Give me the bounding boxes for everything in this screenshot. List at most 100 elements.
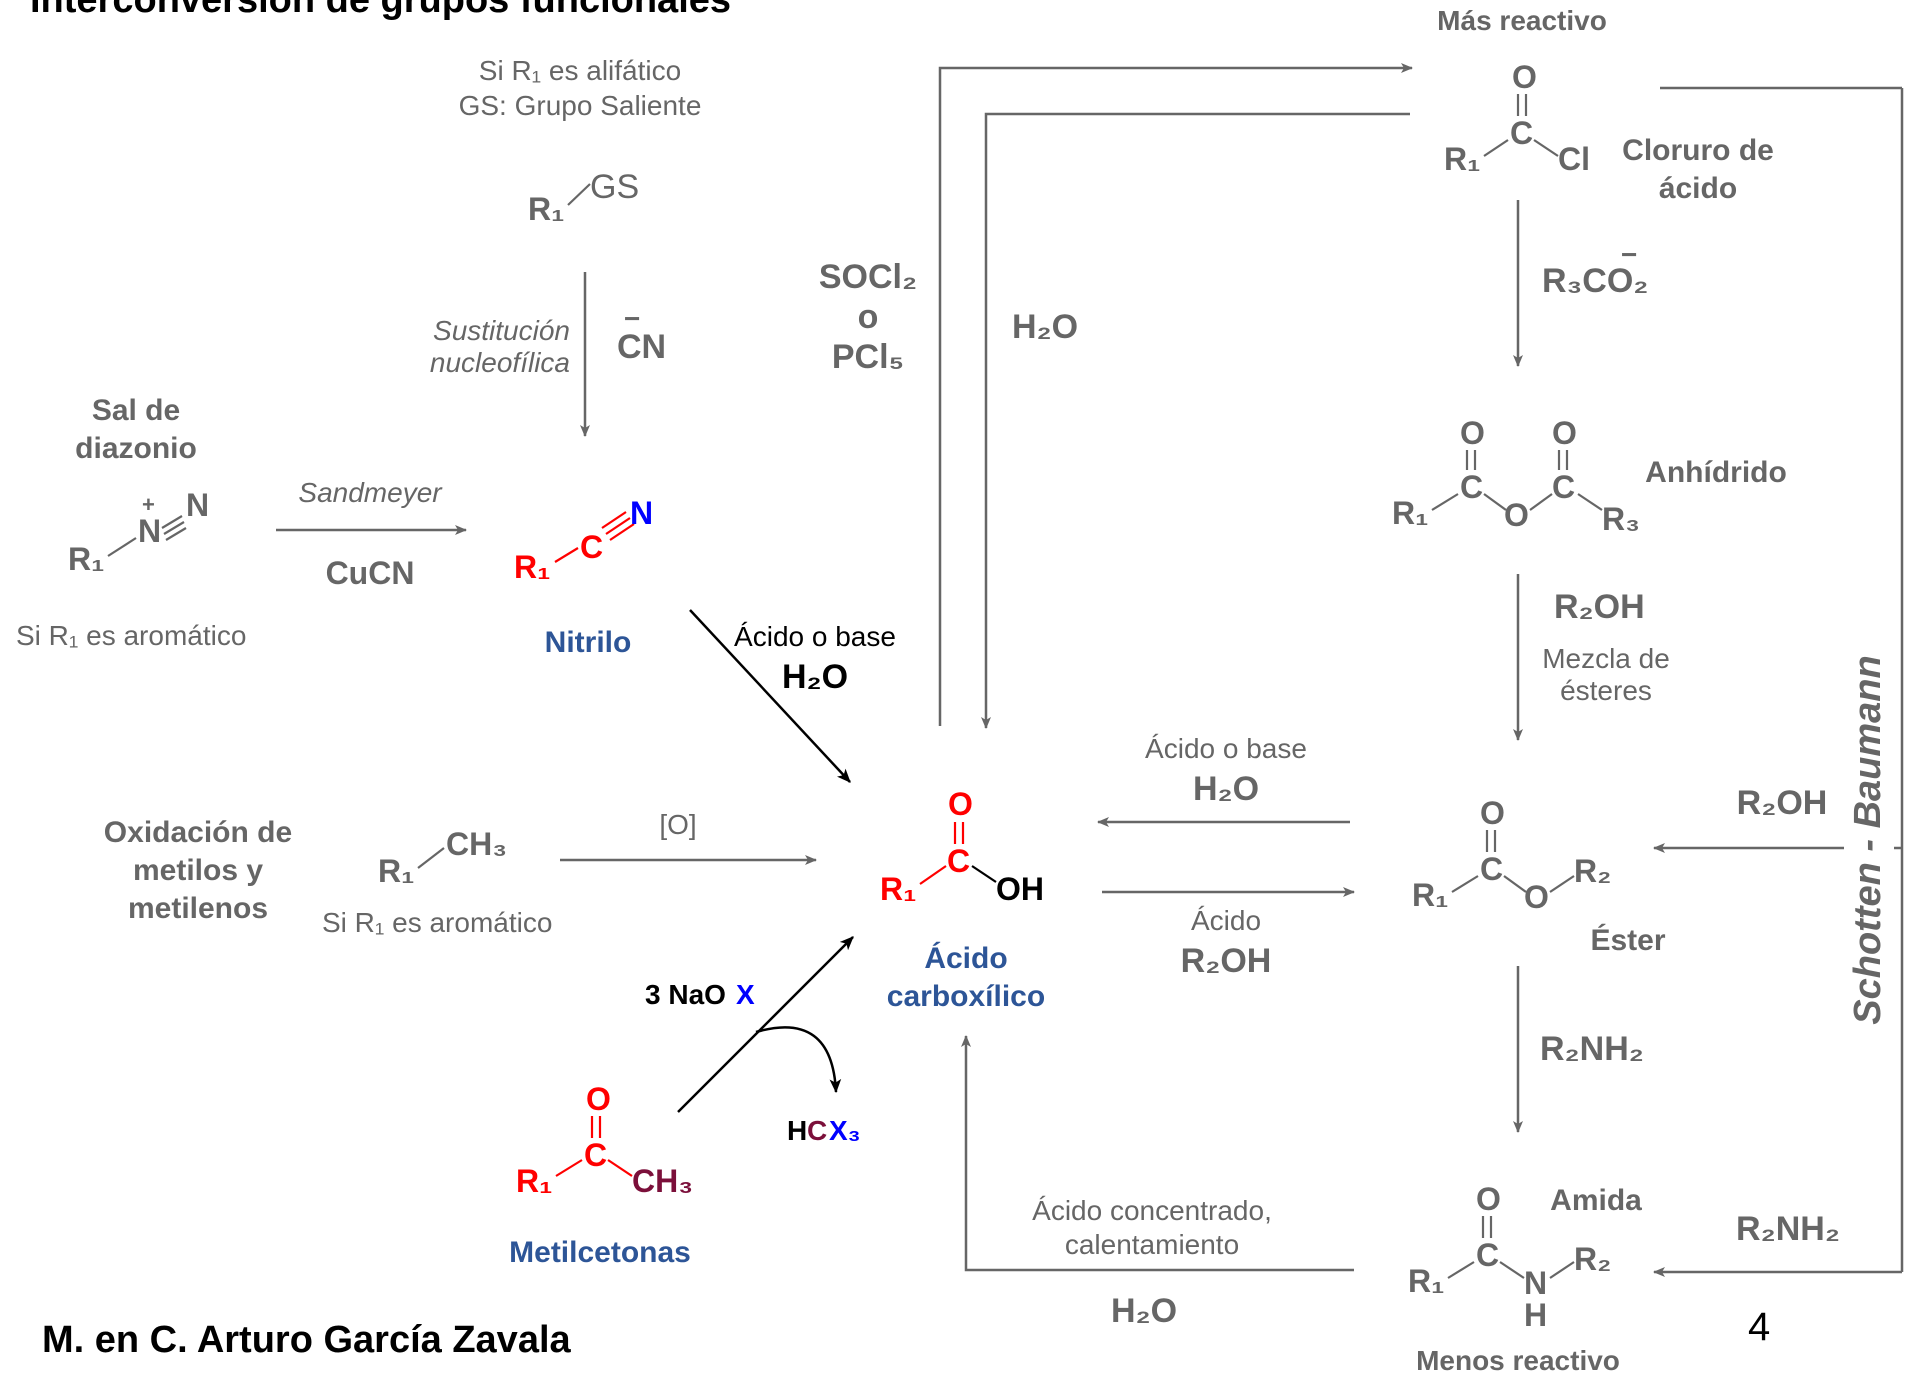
amide-label: Amida bbox=[1550, 1184, 1642, 1217]
naox-halogen: X bbox=[736, 979, 755, 1010]
socl2-or: o bbox=[858, 298, 879, 336]
amide-h: H bbox=[1524, 1297, 1547, 1333]
sb-alcohol: R₂OH bbox=[1737, 784, 1828, 822]
amide-n: N bbox=[1524, 1265, 1547, 1301]
schotten-baumann-label: Schotten - Baumann bbox=[1847, 655, 1889, 1024]
bond-n-n-2 bbox=[163, 521, 185, 535]
bond-n-n-1 bbox=[161, 515, 183, 529]
anhydride-label: Anhídrido bbox=[1645, 456, 1787, 489]
ketone-o: O bbox=[586, 1081, 611, 1117]
diazonium-label-2: diazonio bbox=[75, 432, 197, 465]
amide-hydrolysis-label-2: calentamiento bbox=[1065, 1229, 1239, 1260]
ketone-c: C bbox=[584, 1137, 607, 1173]
acid-oh: OH bbox=[996, 871, 1044, 907]
oxidation-label-2: metilos y bbox=[133, 854, 263, 887]
chloride-c: C bbox=[1510, 115, 1533, 151]
bond-ester-r1-c bbox=[1451, 875, 1479, 893]
ester-hydrolysis-label: Ácido o base bbox=[1145, 733, 1307, 764]
nitrile-hydrolysis-label: Ácido o base bbox=[734, 621, 896, 652]
bond-amide-c-n bbox=[1499, 1261, 1525, 1279]
ester-mixture-label: Mezcla de bbox=[1542, 643, 1670, 674]
substitution-label-2: nucleofílica bbox=[430, 347, 570, 378]
acid-label: Ácido bbox=[924, 941, 1007, 975]
ester-o: O bbox=[1480, 795, 1505, 831]
esterification-alcohol: R₂OH bbox=[1181, 942, 1272, 980]
esterification-label: Ácido bbox=[1191, 905, 1261, 936]
anhydride-c2: C bbox=[1552, 469, 1575, 505]
ester-o-bridge: O bbox=[1524, 879, 1549, 915]
amide-o: O bbox=[1476, 1181, 1501, 1217]
bond-anh-o-c2 bbox=[1529, 493, 1553, 511]
ester-r2: R₂ bbox=[1574, 853, 1611, 889]
bond-amide-r1-c bbox=[1447, 1261, 1475, 1279]
bond-chloride-r1-c bbox=[1483, 139, 1509, 157]
page-title: Interconversión de grupos funcionales bbox=[30, 0, 731, 21]
sb-label-background bbox=[1844, 630, 1894, 1060]
chloride-water: H₂O bbox=[1012, 308, 1078, 346]
acid-label-2: carboxílico bbox=[887, 980, 1045, 1013]
cyanide-reagent: CN bbox=[617, 328, 666, 366]
most-reactive-label: Más reactivo bbox=[1437, 5, 1607, 36]
arrow-chloride-hydrolysis bbox=[981, 112, 1410, 729]
nitrile-n: N bbox=[630, 495, 653, 531]
diazonium-r1: R₁ bbox=[68, 541, 104, 577]
haloform-x3: X₃ bbox=[829, 1115, 861, 1146]
bond-ketone-r1-c bbox=[555, 1159, 583, 1177]
amine-reagent: R₂NH₂ bbox=[1540, 1030, 1644, 1068]
least-reactive-label: Menos reactivo bbox=[1416, 1345, 1620, 1374]
chloride-label: Cloruro de bbox=[1622, 134, 1774, 167]
carboxylate-minus: − bbox=[1621, 239, 1637, 270]
bond-amide-n-r2 bbox=[1549, 1261, 1575, 1279]
arrow-nitrile-hydrolysis bbox=[689, 609, 851, 783]
chloride-r1: R₁ bbox=[1444, 141, 1480, 177]
nitrile-r1: R₁ bbox=[514, 549, 550, 585]
carboxylate-reagent: R₃CO₂ bbox=[1542, 262, 1648, 300]
methyl-r1: R₁ bbox=[378, 853, 414, 889]
nitrile-hydrolysis-water: H₂O bbox=[782, 658, 848, 696]
ester-mixture-label-2: ésteres bbox=[1560, 675, 1652, 706]
bond-anh-r1-c1 bbox=[1431, 493, 1459, 511]
ester-hydrolysis-water: H₂O bbox=[1193, 770, 1259, 808]
chloride-cl: Cl bbox=[1558, 141, 1590, 177]
bond-nitrile-triple-3 bbox=[609, 523, 635, 541]
bond-nitrile-triple-2 bbox=[605, 517, 631, 535]
anhydride-o-bridge: O bbox=[1504, 497, 1529, 533]
diazonium-n2: N bbox=[186, 487, 209, 523]
oxidation-label: Oxidación de bbox=[104, 816, 292, 849]
anhydride-c1: C bbox=[1460, 469, 1483, 505]
bond-acid-r1-c bbox=[919, 865, 947, 885]
bond-nitrile-triple-1 bbox=[601, 511, 627, 529]
ketone-r1: R₁ bbox=[516, 1163, 552, 1199]
amide-hydrolysis-water: H₂O bbox=[1111, 1292, 1177, 1330]
nitrile-c: C bbox=[580, 529, 603, 565]
nitrile-label: Nitrilo bbox=[545, 626, 632, 659]
acid-o: O bbox=[948, 786, 973, 822]
substitution-label: Sustitución bbox=[433, 315, 570, 346]
bond-ketone-c-ch3 bbox=[607, 1159, 633, 1177]
aromatic-condition-1: Si R₁ es aromático bbox=[16, 620, 246, 651]
leaving-group: GS bbox=[590, 168, 639, 206]
oxidation-label-3: metilenos bbox=[128, 892, 268, 925]
amide-c: C bbox=[1476, 1237, 1499, 1273]
bond-r1-n bbox=[107, 537, 137, 557]
bond-ester-o-r2 bbox=[1549, 875, 1575, 893]
amide-r2: R₂ bbox=[1574, 1241, 1611, 1277]
bond-n-n-3 bbox=[165, 527, 187, 541]
aliphatic-condition: Si R₁ es alifático bbox=[479, 55, 681, 86]
bond-r1-gs bbox=[567, 183, 591, 206]
ester-r1: R₁ bbox=[1412, 877, 1448, 913]
acid-c: C bbox=[947, 843, 970, 879]
chloride-label-2: ácido bbox=[1659, 172, 1737, 205]
sandmeyer-label: Sandmeyer bbox=[298, 477, 443, 508]
bond-acid-c-oh bbox=[971, 865, 997, 883]
aromatic-condition-2: Si R₁ es aromático bbox=[322, 907, 552, 938]
ester-label: Éster bbox=[1590, 923, 1665, 957]
cyanide-minus: − bbox=[624, 303, 640, 334]
anhydride-r1: R₁ bbox=[1392, 495, 1428, 531]
substrate-r1: R₁ bbox=[528, 191, 564, 227]
anhydride-o1: O bbox=[1460, 415, 1485, 451]
bond-nitrile-r1-c bbox=[554, 547, 579, 563]
arrow-amide-hydrolysis bbox=[961, 1035, 1354, 1272]
ester-c: C bbox=[1480, 851, 1503, 887]
